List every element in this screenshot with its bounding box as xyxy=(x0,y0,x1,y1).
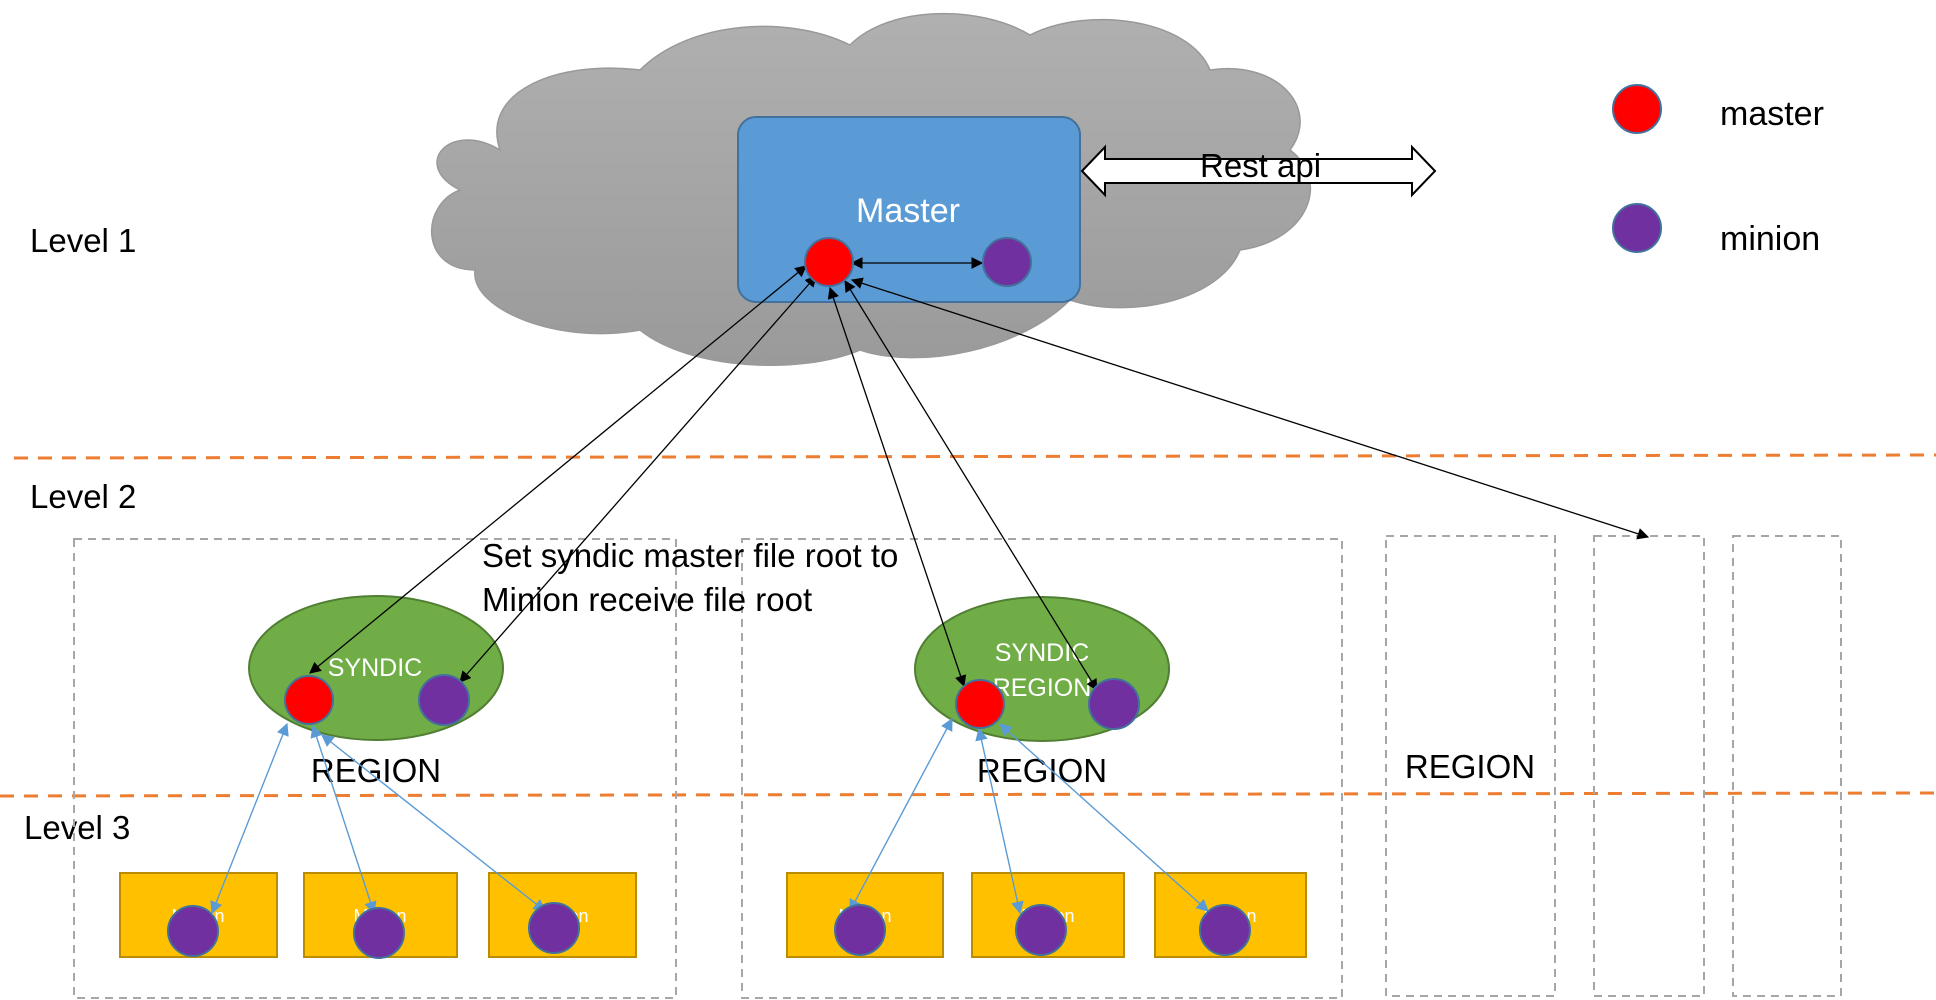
link-master-region4 xyxy=(850,277,1650,540)
link-syndic2-minion6 xyxy=(999,723,1209,912)
region-4-container xyxy=(1593,535,1705,997)
legend-master-node xyxy=(1612,84,1662,134)
syndic-1-minion-node[interactable] xyxy=(418,674,470,726)
syndic-1-label: SYNDIC xyxy=(328,654,422,682)
legend-minion-label: minion xyxy=(1720,220,1820,258)
syndic-2-minion-node[interactable] xyxy=(1088,678,1140,730)
region-5-container xyxy=(1732,535,1842,997)
region-3-label: REGION xyxy=(1405,748,1535,785)
syndic-2-label-line2: REGION xyxy=(993,674,1092,702)
minion-node-level1[interactable] xyxy=(982,237,1032,287)
level-3-label: Level 3 xyxy=(24,809,130,846)
link-syndic1-minion3 xyxy=(321,734,546,912)
minion-4-node[interactable] xyxy=(834,904,886,956)
rest-api-arrow xyxy=(1080,144,1437,198)
minion-1-node[interactable] xyxy=(167,905,219,957)
master-node-level1[interactable] xyxy=(804,237,854,287)
link-syndic2-minion4 xyxy=(849,717,953,913)
note-line-1: Set syndic master file root to xyxy=(482,537,898,574)
region-1-label: REGION xyxy=(311,752,441,789)
region-2-label: REGION xyxy=(977,752,1107,789)
level-divider-1-2 xyxy=(13,453,1936,460)
minion-2-node[interactable] xyxy=(353,907,405,959)
minion-5-node[interactable] xyxy=(1015,904,1067,956)
minion-3-node[interactable] xyxy=(528,902,580,954)
syndic-2-master-node[interactable] xyxy=(955,679,1005,729)
link-syndic1-minion1 xyxy=(210,722,289,915)
level-2-label: Level 2 xyxy=(30,478,136,515)
legend-master-label: master xyxy=(1720,95,1824,133)
rest-api-label: Rest api xyxy=(1200,147,1321,184)
link-master-syndic1-minion xyxy=(459,275,817,683)
legend-minion-node xyxy=(1612,203,1662,253)
syndic-2-label-line1: SYNDIC xyxy=(995,639,1089,667)
syndic-1-master-node[interactable] xyxy=(284,675,334,725)
level-divider-2-3 xyxy=(0,791,1936,798)
level-1-label: Level 1 xyxy=(30,222,136,259)
minion-6-node[interactable] xyxy=(1199,904,1251,956)
master-box-label: Master xyxy=(856,192,960,230)
